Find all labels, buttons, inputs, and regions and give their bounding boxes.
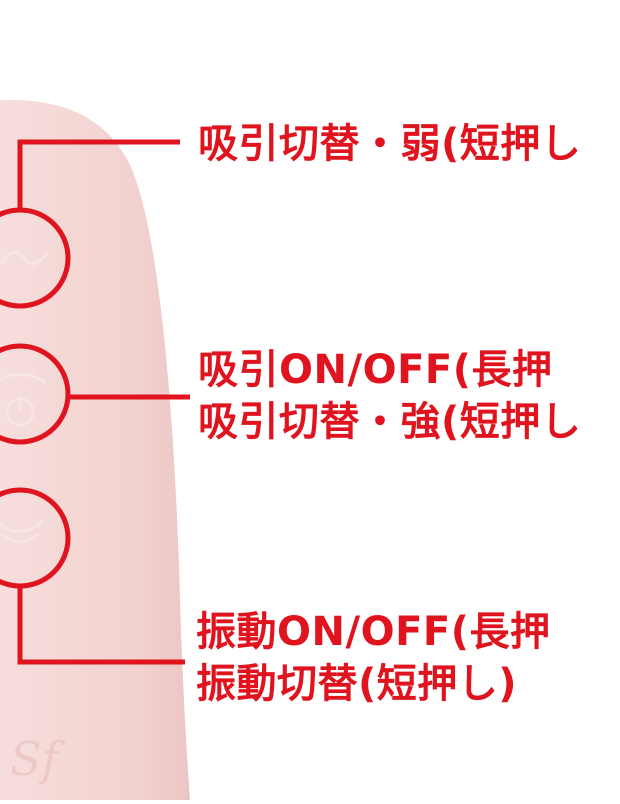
label-bottom: 振動ON/OFF(長押 振動切替(短押し) bbox=[196, 606, 551, 710]
leader-line-top bbox=[17, 139, 180, 210]
label-bottom-line1: 振動ON/OFF(長押 bbox=[196, 609, 551, 655]
label-bottom-line2: 振動切替(短押し) bbox=[196, 661, 518, 707]
label-middle-line2: 吸引切替・強(短押し bbox=[198, 399, 582, 445]
wave-icon bbox=[0, 251, 48, 265]
label-middle: 吸引ON/OFF(長押 吸引切替・強(短押し bbox=[198, 344, 581, 448]
smile-curve-icon bbox=[0, 520, 44, 544]
label-middle-line1: 吸引ON/OFF(長押 bbox=[198, 347, 553, 393]
device-body bbox=[0, 99, 190, 800]
power-icon bbox=[0, 373, 46, 427]
brand-logo: Sf bbox=[10, 732, 66, 786]
leader-line-bottom bbox=[17, 586, 185, 665]
label-top-line1: 吸引切替・弱(短押し bbox=[198, 121, 582, 167]
suction-power-button[interactable] bbox=[0, 343, 71, 445]
label-top: 吸引切替・弱(短押し bbox=[198, 118, 581, 170]
